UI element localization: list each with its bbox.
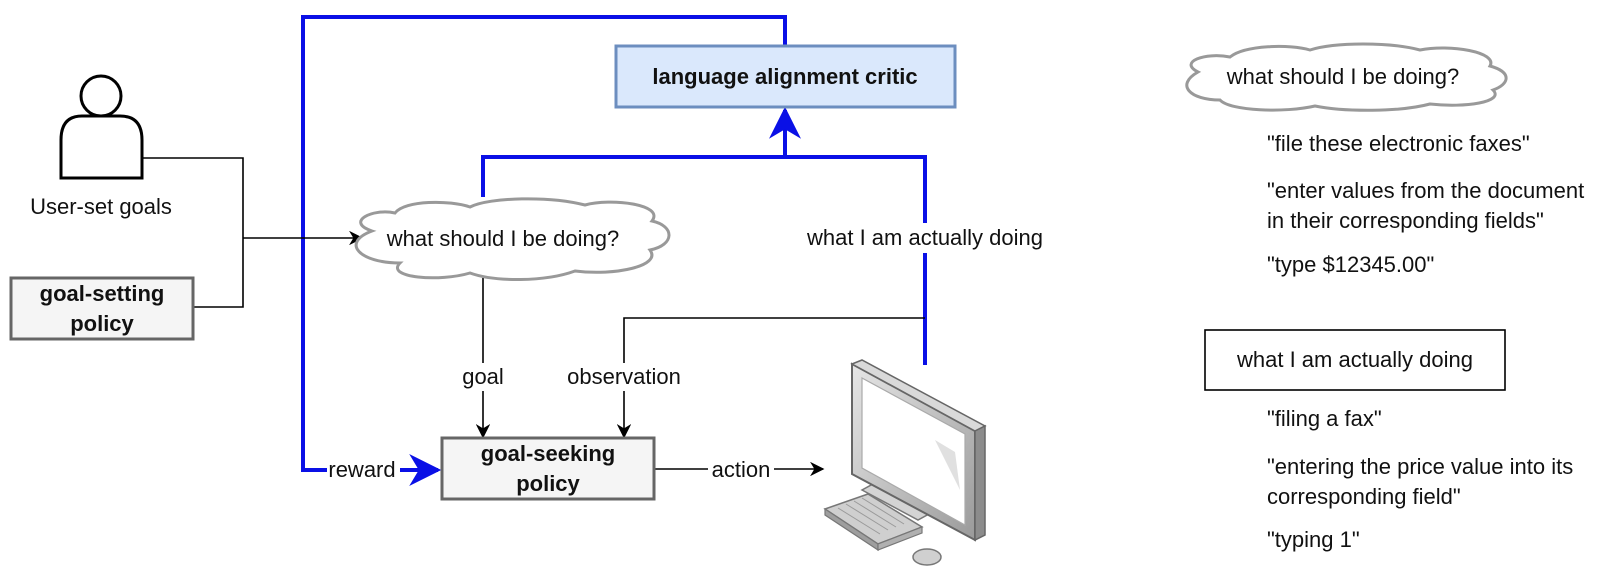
reward-edge-label: reward — [328, 457, 395, 482]
legend-should-example-2-line1: "enter values from the document — [1267, 178, 1584, 203]
legend-actual-example-3: "typing 1" — [1267, 527, 1360, 552]
legend-actual-example-2-line1: "entering the price value into its — [1267, 454, 1573, 479]
critic-label: language alignment critic — [652, 64, 917, 89]
legend-actual-example-1: "filing a fax" — [1267, 406, 1382, 431]
cloud-label: what should I be doing? — [386, 226, 619, 251]
should-to-critic-line — [481, 155, 927, 223]
legend-should-title: what should I be doing? — [1226, 64, 1459, 89]
black-connectors — [142, 157, 925, 477]
computer-monitor-icon — [823, 359, 987, 566]
legend-should-cloud — [1185, 42, 1508, 112]
action-edge-label: action — [712, 457, 771, 482]
language-alignment-critic-box — [614, 44, 957, 109]
goal-seeking-policy-box — [440, 436, 656, 501]
legend-actual-title: what I am actually doing — [1236, 347, 1473, 372]
user-goals-label: User-set goals — [30, 194, 172, 219]
blue-connectors — [301, 15, 927, 486]
observation-edge-label: observation — [567, 364, 681, 389]
user-goal-line — [142, 157, 244, 308]
legend-actual-box — [1204, 329, 1506, 391]
observation-line — [623, 317, 925, 363]
goal-setting-policy-line1: goal-setting — [40, 281, 165, 306]
legend-should-example-3: "type $12345.00" — [1267, 252, 1434, 277]
legend-actual-example-2-line2: corresponding field" — [1267, 484, 1461, 509]
goal-setting-policy-line2: policy — [70, 311, 134, 336]
actual-label: what I am actually doing — [806, 225, 1043, 250]
person-icon — [59, 74, 144, 180]
goal-seeking-policy-line2: policy — [516, 471, 580, 496]
legend-should-example-1: "file these electronic faxes" — [1267, 131, 1530, 156]
goal-setting-policy-box — [9, 276, 195, 341]
legend-should-example-2-line2: in their corresponding fields" — [1267, 208, 1544, 233]
goal-seeking-policy-line1: goal-seeking — [481, 441, 615, 466]
goal-edge-label: goal — [462, 364, 504, 389]
cloud-shape — [354, 197, 671, 282]
reward-feedback-line — [301, 15, 787, 472]
